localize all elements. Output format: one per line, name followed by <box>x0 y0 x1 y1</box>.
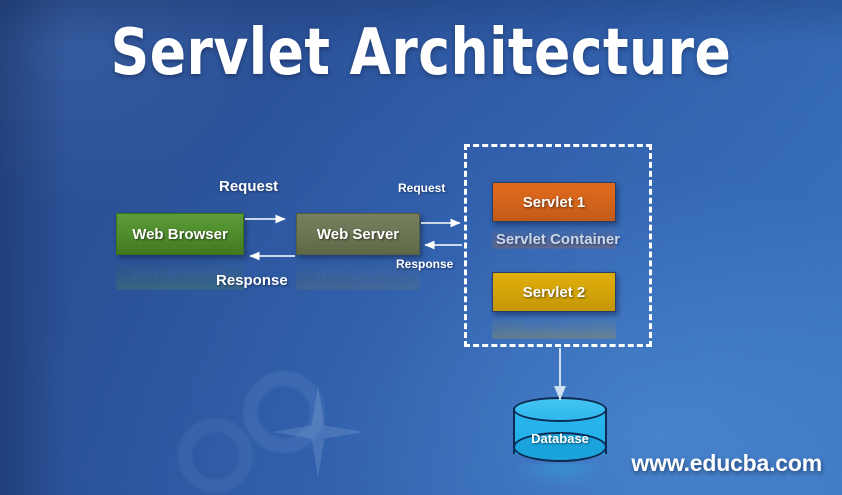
servlet-container-label: Servlet Container <box>495 231 621 248</box>
label-request-server-container: Request <box>398 181 446 195</box>
node-web-server-label: Web Server <box>316 225 400 243</box>
node-servlet-1[interactable]: Servlet 1 <box>492 182 616 222</box>
site-watermark: www.educba.com <box>631 450 822 476</box>
decorative-ring-large <box>243 371 325 453</box>
node-web-server[interactable]: Web Server <box>296 213 420 255</box>
database-cylinder-top <box>513 397 607 422</box>
node-web-browser-label: Web Browser <box>132 225 228 243</box>
servlet-container-boundary <box>464 144 652 347</box>
decorative-ring-small <box>178 418 253 493</box>
node-servlet-2[interactable]: Servlet 2 <box>492 272 616 312</box>
node-database[interactable]: Database <box>513 397 607 465</box>
decorative-star-icon <box>272 386 364 478</box>
label-response-server-browser: Response <box>216 272 288 289</box>
node-servlet-1-label: Servlet 1 <box>522 193 586 211</box>
database-reflection <box>513 464 607 488</box>
label-response-container-server: Response <box>396 257 454 271</box>
page-title: Servlet Architecture <box>110 16 732 90</box>
label-request-browser-server: Request <box>219 178 279 195</box>
node-servlet-2-label: Servlet 2 <box>522 283 586 301</box>
node-database-label: Database <box>531 431 589 446</box>
database-cylinder-bottom <box>513 432 607 462</box>
node-web-browser[interactable]: Web Browser <box>116 213 244 255</box>
